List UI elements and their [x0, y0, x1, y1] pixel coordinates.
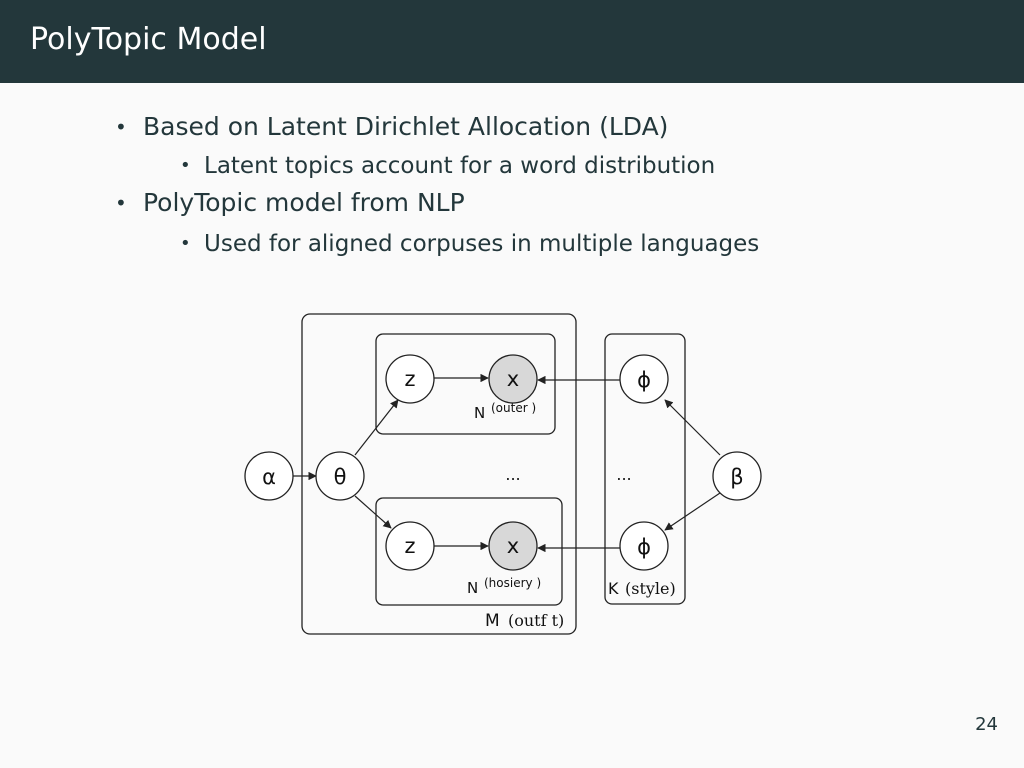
edge-beta-phi-bottom: [664, 492, 721, 531]
node-theta: θ: [315, 451, 365, 501]
bullet-lda: Based on Latent Dirichlet Allocation (LD…: [143, 112, 669, 141]
node-z-top: z: [385, 354, 435, 404]
sub-bullet-latent-topics: Latent topics account for a word distrib…: [204, 153, 716, 179]
plate-style-letter: K: [608, 579, 619, 598]
edge-theta-z-bottom: [354, 495, 392, 529]
node-beta: β: [712, 451, 762, 501]
edge-theta-z-top: [354, 399, 399, 456]
plate-outer-letter: N: [474, 404, 485, 422]
node-phi-bottom-label: ϕ: [637, 535, 651, 559]
plate-outfit: [301, 313, 577, 635]
plate-outfit-subscript: (outf t): [508, 611, 564, 630]
slide-title: PolyTopic Model: [30, 22, 267, 57]
node-x-top: x: [488, 354, 538, 404]
node-theta-label: θ: [334, 465, 347, 489]
ellipsis-left: ...: [505, 465, 520, 484]
plate-outer-subscript: (outer ): [491, 401, 536, 415]
sub-bullet-aligned-corpuses: Used for aligned corpuses in multiple la…: [204, 231, 760, 257]
sub-bullet-marker: •: [180, 233, 191, 254]
node-alpha: α: [244, 451, 294, 501]
node-z-bottom: z: [385, 521, 435, 571]
node-beta-label: β: [730, 465, 743, 489]
node-phi-bottom: ϕ: [619, 521, 669, 571]
plate-outfit-letter: M: [485, 611, 500, 631]
node-alpha-label: α: [262, 465, 276, 489]
bullet-marker: •: [115, 191, 127, 215]
sub-bullet-marker: •: [180, 155, 191, 176]
plate-style: [604, 333, 686, 605]
edge-beta-phi-top: [664, 399, 721, 456]
node-x-top-label: x: [507, 367, 519, 391]
page-number: 24: [975, 714, 998, 735]
plate-hosiery-subscript: (hosiery ): [484, 576, 541, 590]
node-phi-top-label: ϕ: [637, 368, 651, 392]
plate-hosiery: [375, 497, 563, 606]
node-phi-top: ϕ: [619, 354, 669, 404]
plate-style-subscript: (style): [625, 579, 676, 598]
bullet-marker: •: [115, 115, 127, 139]
node-x-bottom: x: [488, 521, 538, 571]
plate-hosiery-letter: N: [467, 579, 478, 597]
ellipsis-right: ...: [616, 465, 631, 484]
node-x-bottom-label: x: [507, 534, 519, 558]
node-z-bottom-label: z: [404, 534, 415, 558]
node-z-top-label: z: [404, 367, 415, 391]
bullet-polytopic: PolyTopic model from NLP: [143, 188, 465, 217]
plate-outer: [375, 333, 556, 435]
slide-header: PolyTopic Model: [0, 0, 1024, 83]
